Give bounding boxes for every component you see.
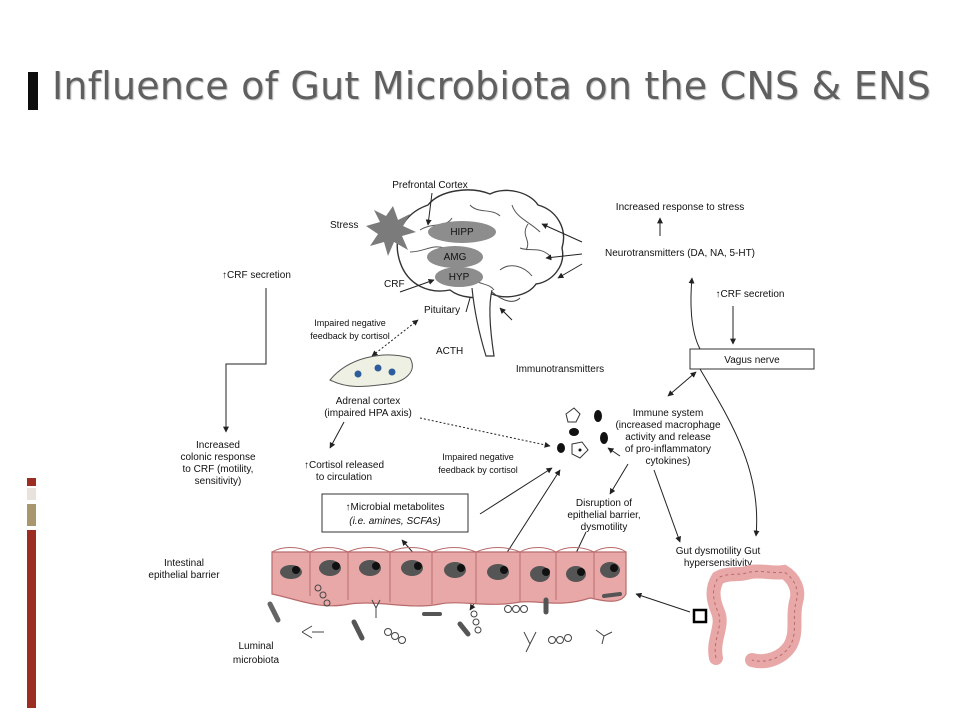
accent-bar-4	[27, 530, 36, 708]
accent-bar-2	[27, 488, 36, 500]
amg-lobe	[427, 246, 483, 268]
immunotransmitters-label: Immunotransmitters	[516, 364, 604, 375]
impaired-feedback-top-line1: Impaired negative	[314, 318, 386, 328]
colonic-line2: colonic response	[180, 452, 255, 463]
intestinal-line1: Intestinal	[164, 558, 204, 569]
cortisol-line1: ↑Cortisol released	[304, 460, 384, 471]
stress-label: Stress	[330, 220, 358, 231]
title-marker	[28, 72, 38, 110]
accent-bar-3	[27, 504, 36, 526]
disruption-line2: epithelial barrier,	[567, 510, 640, 521]
hipp-label: HIPP	[450, 227, 474, 238]
intestinal-line2: epithelial barrier	[148, 570, 220, 581]
neurotransmitters-label: Neurotransmitters (DA, NA, 5-HT)	[605, 248, 755, 259]
cortisol-line2: to circulation	[316, 472, 372, 483]
slide-title: Influence of Gut Microbiota on the CNS &…	[52, 64, 931, 108]
impaired-feedback-top-line2: feedback by cortisol	[310, 331, 390, 341]
colon-zoom-box	[692, 608, 708, 624]
hyp-label: HYP	[449, 272, 470, 283]
immune-line5: cytokines)	[645, 456, 690, 467]
impaired-feedback-mid-line2: feedback by cortisol	[438, 465, 518, 475]
stress-burst-icon	[366, 206, 416, 256]
metabolites-line2: (i.e. amines, SCFAs)	[349, 516, 441, 527]
adrenal-line2: (impaired HPA axis)	[324, 408, 412, 419]
gut-dysmotility-line2: hypersensitivity	[684, 558, 752, 569]
disruption-line3: dysmotility	[581, 522, 628, 533]
hyp-lobe	[435, 267, 483, 287]
vagus-nerve-box	[689, 348, 815, 370]
immune-line3: activity and release	[625, 432, 711, 443]
adrenal-gland-icon	[329, 354, 413, 387]
epithelial-barrier	[271, 547, 627, 607]
right-crf-label: ↑CRF secretion	[716, 289, 785, 300]
acth-label: ACTH	[436, 346, 463, 357]
gut-dysmotility-line1: Gut dysmotility Gut	[676, 546, 761, 557]
pituitary-label: Pituitary	[424, 305, 460, 316]
disruption-line1: Disruption of	[576, 498, 632, 509]
left-crf-label: ↑CRF secretion	[222, 270, 291, 281]
immune-cells-icon	[557, 407, 608, 459]
immune-line2: (increased macrophage	[615, 420, 720, 431]
increased-response-label: Increased response to stress	[616, 202, 744, 213]
prefrontal-label: Prefrontal Cortex	[392, 180, 468, 191]
amg-label: AMG	[444, 252, 467, 263]
colonic-line1: Increased	[196, 440, 240, 451]
impaired-feedback-mid-line1: Impaired negative	[442, 452, 514, 462]
luminal-line1: Luminal	[238, 641, 273, 652]
luminal-microbiota-icon	[267, 584, 622, 653]
brain-illustration: HIPP AMG HYP	[396, 189, 565, 357]
colonic-line4: sensitivity)	[195, 476, 242, 487]
accent-bar-1	[27, 478, 36, 486]
luminal-line2: microbiota	[233, 655, 280, 666]
hipp-lobe	[428, 221, 496, 243]
immune-line4: of pro-inflammatory	[625, 444, 711, 455]
metabolites-line1: ↑Microbial metabolites	[346, 502, 445, 513]
colon-icon	[706, 564, 805, 669]
colonic-line3: to CRF (motility,	[183, 464, 254, 475]
adrenal-line1: Adrenal cortex	[336, 396, 400, 407]
vagus-label: Vagus nerve	[724, 355, 780, 366]
microbial-metabolites-box	[321, 493, 469, 533]
crf-label: CRF	[384, 279, 405, 290]
immune-line1: Immune system	[633, 408, 704, 419]
